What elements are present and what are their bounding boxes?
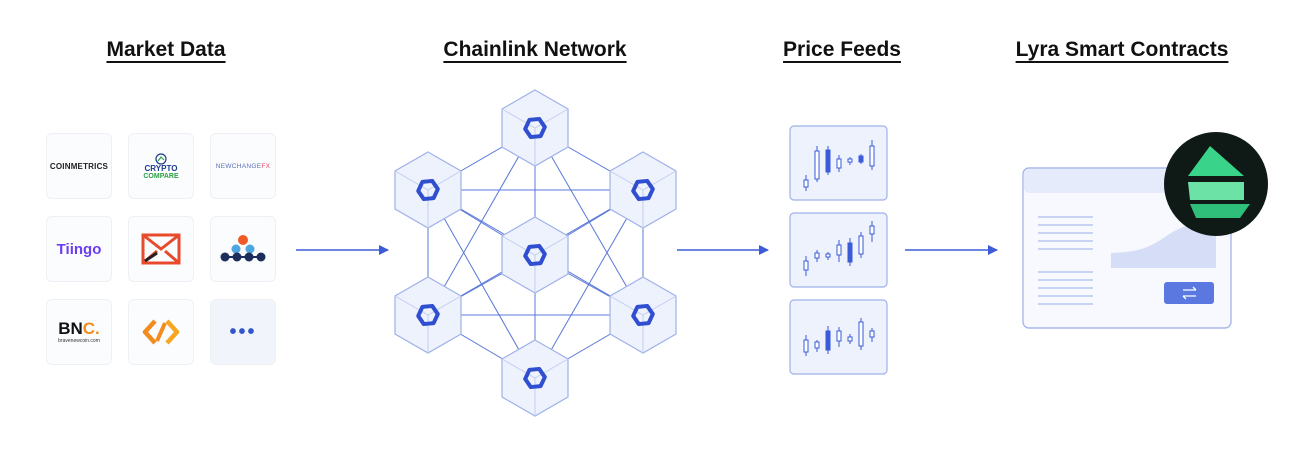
coinmetrics-logo: COINMETRICS: [49, 161, 109, 171]
contract-text-lines: [1038, 216, 1093, 305]
chainlink-node-lower-right: [608, 276, 678, 354]
provider-tile-coinmetrics: COINMETRICS: [46, 133, 112, 199]
price-feed-card-1: [789, 125, 888, 201]
dots-network-logo-icon: [220, 235, 266, 262]
chainlink-node-upper-right: [608, 151, 678, 229]
swap-button[interactable]: [1164, 282, 1214, 304]
provider-tile-bnc: BNC. bravenewcoin.com: [46, 299, 112, 365]
lyra-logo-icon: [1164, 132, 1268, 236]
bnc-url: bravenewcoin.com: [58, 338, 100, 344]
cryptocompare-line1: CRYPTO: [144, 163, 178, 173]
price-feed-card-2: [789, 212, 888, 288]
cryptocompare-icon: [155, 152, 167, 165]
envelope-arrows-logo-icon: [141, 233, 181, 265]
heading-lyra-smart-contracts: Lyra Smart Contracts: [1015, 38, 1229, 61]
cryptocompare-logo: CRYPTO COMPARE: [143, 152, 179, 180]
heading-price-feeds: Price Feeds: [783, 38, 901, 61]
provider-tile-tiingo: Tiingo: [46, 216, 112, 282]
bnc-logo: BNC. bravenewcoin.com: [58, 319, 100, 344]
newchangefx-logo: NEWCHANGEFX: [215, 162, 271, 170]
provider-tile-cryptocompare: CRYPTO COMPARE: [128, 133, 194, 199]
price-feed-card-3: [789, 299, 888, 375]
chainlink-node-top: [500, 89, 570, 167]
swap-arrows-icon: [1182, 286, 1197, 300]
provider-tile-amberdata: [128, 299, 194, 365]
provider-tile-kaiko: [128, 216, 194, 282]
more-icon: •••: [229, 320, 257, 343]
heading-market-data: Market Data: [106, 38, 226, 61]
chainlink-node-lower-left: [393, 276, 463, 354]
chevron-brackets-logo-icon: [142, 319, 180, 345]
chainlink-node-bottom: [500, 339, 570, 417]
chainlink-node-upper-left: [393, 151, 463, 229]
provider-tile-more: •••: [210, 299, 276, 365]
contract-area-chart: [1111, 221, 1216, 268]
tiingo-logo: Tiingo: [56, 240, 102, 258]
chainlink-node-center: [500, 216, 570, 294]
heading-chainlink-network: Chainlink Network: [443, 38, 627, 61]
cryptocompare-line2: COMPARE: [143, 172, 179, 180]
provider-tile-newchangefx: NEWCHANGEFX: [210, 133, 276, 199]
provider-tile-dots: [210, 216, 276, 282]
